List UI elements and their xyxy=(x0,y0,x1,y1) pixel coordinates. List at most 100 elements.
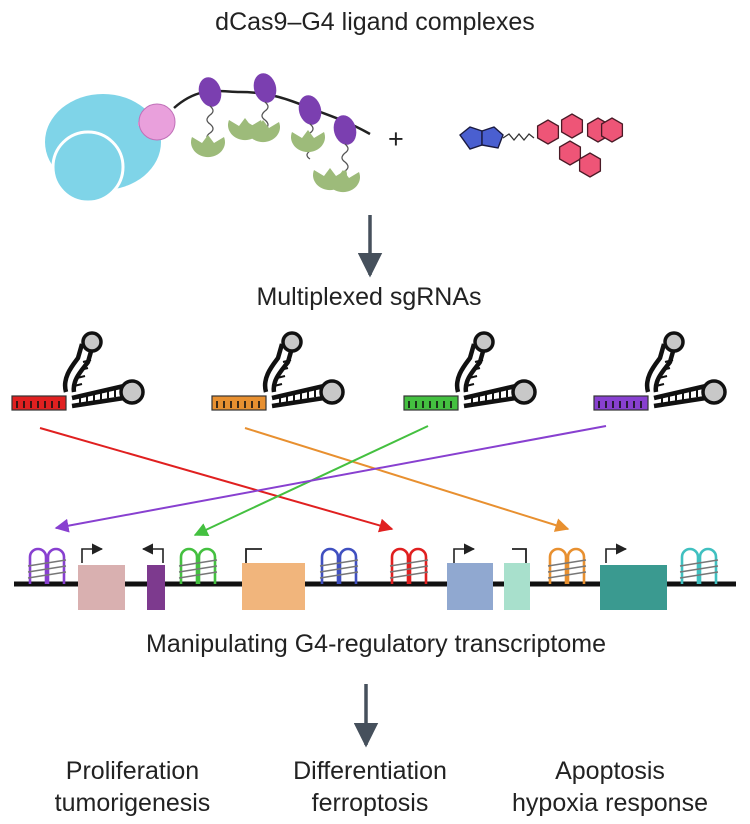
sgrna-green-arm-bottom xyxy=(463,395,517,409)
g4-red-tetrad xyxy=(389,559,429,567)
promoter-arrow-6 xyxy=(605,543,628,563)
g4-purple-tetrad xyxy=(27,565,67,573)
scfv-3 xyxy=(298,95,322,125)
sgrna-green-top-loop xyxy=(473,331,495,353)
promoter-arrow-2 xyxy=(141,543,164,563)
outcome-apoptosis-line2: hypoxia response xyxy=(512,789,708,817)
g4-navy-loop-2 xyxy=(338,547,358,584)
outcome-differentiation-line2: ferroptosis xyxy=(311,789,429,817)
sgrna-orange-stem-bp xyxy=(276,375,286,379)
g4-green-tetrad xyxy=(178,559,218,567)
g4-binder-extra-2 xyxy=(312,168,347,191)
sgrna-orange-stem-bp xyxy=(282,359,292,363)
g4-binder-1 xyxy=(190,135,225,158)
scfv-2 xyxy=(253,73,277,103)
g4-purple-tetrad xyxy=(27,571,67,579)
gene-purple xyxy=(147,565,165,610)
g4-navy-tetrad xyxy=(319,565,359,573)
g4-green-tetrad xyxy=(178,571,218,579)
g4-purple-loop-2 xyxy=(46,547,66,584)
g4-teal-tetrad xyxy=(679,571,719,579)
sgrna-red xyxy=(11,331,145,411)
sgrna-green-spacer xyxy=(403,395,459,411)
sgrna-green-stem-bp xyxy=(465,383,475,387)
g4-binder-3 xyxy=(291,130,325,153)
g4-navy-loop-1 xyxy=(320,547,340,584)
sgrna-red-stem-bp xyxy=(76,375,86,379)
g4-orange-loop-2 xyxy=(566,547,586,584)
g4-green xyxy=(178,547,218,584)
g4-orange-tetrad xyxy=(547,571,587,579)
sgrna-purple-stem-bp xyxy=(655,383,665,387)
sgrna-green-stem-bp xyxy=(468,375,478,379)
g4-purple xyxy=(27,547,67,584)
gene-pink xyxy=(78,565,125,610)
sgrna-orange-spacer xyxy=(211,395,267,411)
sgrna-green-end-loop xyxy=(511,379,537,405)
sgrna-purple-spacer xyxy=(593,395,649,411)
g4-teal-loop-2 xyxy=(698,547,718,584)
ligand-ring-1 xyxy=(536,119,560,145)
sgrna-green-stem-left xyxy=(454,343,477,393)
sgrna-green-stem-bp xyxy=(471,367,481,371)
g4-purple-loop-1 xyxy=(28,547,48,584)
promoter-blocked-5 xyxy=(512,548,527,563)
sgrna-red-stem-right xyxy=(71,347,95,393)
sgrna-red-stem-left xyxy=(62,343,85,393)
sgrna-orange-stem-right xyxy=(271,347,295,393)
g4-navy-tetrad xyxy=(319,571,359,579)
sgrna-red-end-loop xyxy=(119,379,145,405)
tether-1 xyxy=(206,105,214,142)
sgrna-orange-arm-bottom xyxy=(271,395,325,409)
g4-red-tetrad xyxy=(389,571,429,579)
g4-orange-tetrad xyxy=(547,559,587,567)
sgrna-orange-arm-top xyxy=(271,383,325,401)
sgrna-orange-stem-bp xyxy=(273,383,283,387)
g4-red-tetrad xyxy=(389,565,429,573)
sgrna-orange xyxy=(211,331,345,411)
g4-red-loop-2 xyxy=(408,547,428,584)
target-arrow-orange xyxy=(244,427,570,532)
sgrna-red-stem-bp xyxy=(73,383,83,387)
outcome-apoptosis-line1: Apoptosis xyxy=(555,757,665,785)
sgrna-green xyxy=(403,331,537,411)
ligand-ring-2 xyxy=(560,113,584,139)
g4-teal xyxy=(679,547,719,584)
outcome-differentiation-line1: Differentiation xyxy=(293,757,447,785)
sgrna-orange-stem-left xyxy=(262,343,285,393)
g4-teal-loop-1 xyxy=(680,547,700,584)
complex-title: dCas9–G4 ligand complexes xyxy=(215,8,535,36)
sgrna-purple-arm-top xyxy=(653,383,707,401)
target-arrow-purple xyxy=(54,425,607,533)
sgrna-red-stem-bp xyxy=(82,359,92,363)
sgrna-red-arm-top xyxy=(71,383,125,401)
sgrna-red-arm-bottom xyxy=(71,395,125,409)
promoter-blocked-3 xyxy=(245,548,262,563)
plus-sign: + xyxy=(388,124,404,154)
promoter-arrow-1 xyxy=(81,543,104,563)
sgrna-title: Multiplexed sgRNAs xyxy=(256,283,482,311)
outcome-proliferation-line2: tumorigenesis xyxy=(54,789,211,817)
outcome-proliferation-line1: Proliferation xyxy=(65,757,200,785)
g4-navy xyxy=(319,547,359,584)
g4-navy-tetrad xyxy=(319,559,359,567)
sgrna-purple-stem-bp xyxy=(664,359,674,363)
scfv-4 xyxy=(333,115,357,145)
g4-orange xyxy=(547,547,587,584)
g4-green-loop-1 xyxy=(179,547,199,584)
promoter-arrow-4 xyxy=(453,543,476,563)
sgrna-purple-top-loop xyxy=(663,331,685,353)
gene-orange xyxy=(242,563,305,610)
sgrna-green-stem-bp xyxy=(474,359,484,363)
g4-binder-extra-1 xyxy=(228,118,262,141)
sgrna-green-stem-right xyxy=(463,347,487,393)
gene-blue xyxy=(447,563,493,610)
sgrna-orange-top-loop xyxy=(281,331,303,353)
sgrna-red-spacer xyxy=(11,395,67,411)
sgrna-purple-end-loop xyxy=(701,379,727,405)
sgrna-purple-arm-bottom xyxy=(653,395,707,409)
sgrna-green-arm-top xyxy=(463,383,517,401)
g4-red-loop-1 xyxy=(390,547,410,584)
